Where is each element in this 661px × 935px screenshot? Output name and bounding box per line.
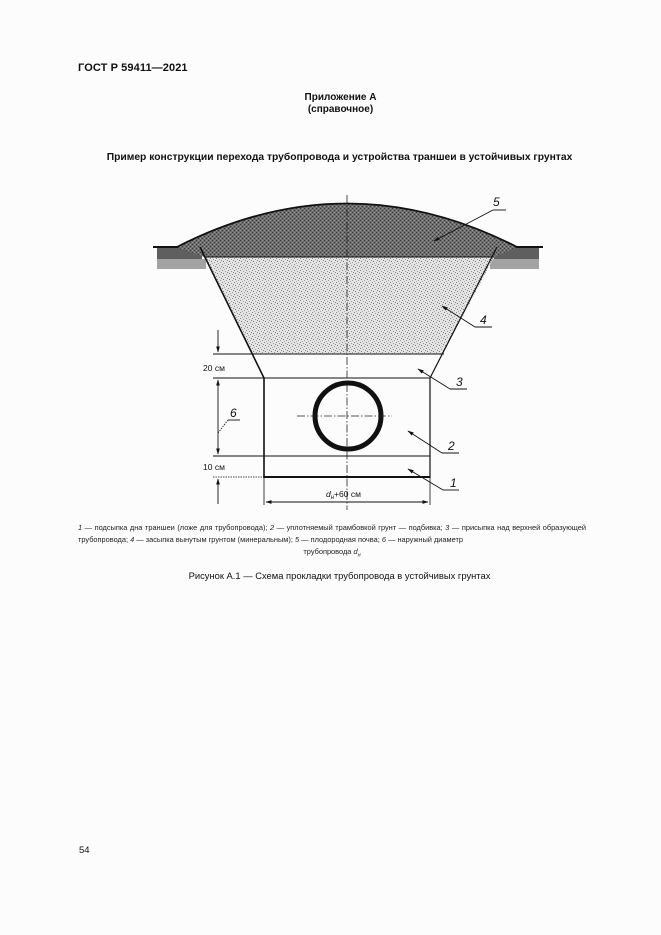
figure-legend: 1 — подсыпка дна траншеи (ложе для трубо… <box>78 522 586 561</box>
page-number: 54 <box>79 845 90 856</box>
trench-diagram: 20 см 10 см dн+60 см 5 4 3 2 1 6 <box>153 195 543 510</box>
legend-num-4: 4 <box>130 535 135 544</box>
callout-1: 1 <box>450 476 457 490</box>
legend-num-5: 5 <box>294 535 300 544</box>
legend-last-sub: н <box>357 552 361 559</box>
appendix-heading: Приложение А (справочное) <box>0 92 661 116</box>
legend-text-6: — наружный диаметр <box>385 535 463 544</box>
callout-4: 4 <box>480 313 487 327</box>
callout-3: 3 <box>456 375 463 389</box>
fertile-soil-mound <box>177 203 517 257</box>
callout-6: 6 <box>230 406 237 420</box>
legend-text-4: — засыпка вынутым грунтом (минеральным); <box>134 535 295 544</box>
legend-num-1: 1 <box>78 523 83 532</box>
legend-num-2: 2 <box>270 523 275 532</box>
legend-last-text: трубопровода <box>303 547 354 556</box>
appendix-title: Приложение А <box>304 92 377 103</box>
section-title: Пример конструкции перехода трубопровода… <box>106 152 573 163</box>
dim-width-var: d <box>326 489 331 499</box>
legend-text-1: — подсыпка дна траншеи (ложе для трубопр… <box>82 523 271 532</box>
figure-caption: Рисунок А.1 — Схема прокладки трубопрово… <box>188 570 491 581</box>
dim-20cm: 20 см <box>203 363 225 373</box>
legend-text-2: — уплотняемый трамбовкой грунт — подбивк… <box>274 523 446 532</box>
legend-num-3: 3 <box>445 523 450 532</box>
callout-5: 5 <box>493 195 500 209</box>
legend-text-3: — присыпка над верхней образующей трубоп… <box>78 523 586 544</box>
appendix-subtitle: (справочное) <box>307 104 374 115</box>
dim-10cm: 10 см <box>203 462 225 472</box>
legend-text-5: — плодородная почва; <box>299 535 382 544</box>
legend-last-var: d <box>353 547 358 556</box>
callout-2: 2 <box>447 439 455 453</box>
legend-num-6: 6 <box>381 535 386 544</box>
backfill-soil <box>204 257 494 354</box>
dim-width-rest: +60 см <box>334 489 361 499</box>
dim-width-sub: н <box>331 495 335 501</box>
dim-width: dн+60 см <box>326 489 361 501</box>
legend-last-line: трубопровода dн <box>78 546 586 561</box>
standard-code: ГОСТ Р 59411—2021 <box>78 62 188 74</box>
